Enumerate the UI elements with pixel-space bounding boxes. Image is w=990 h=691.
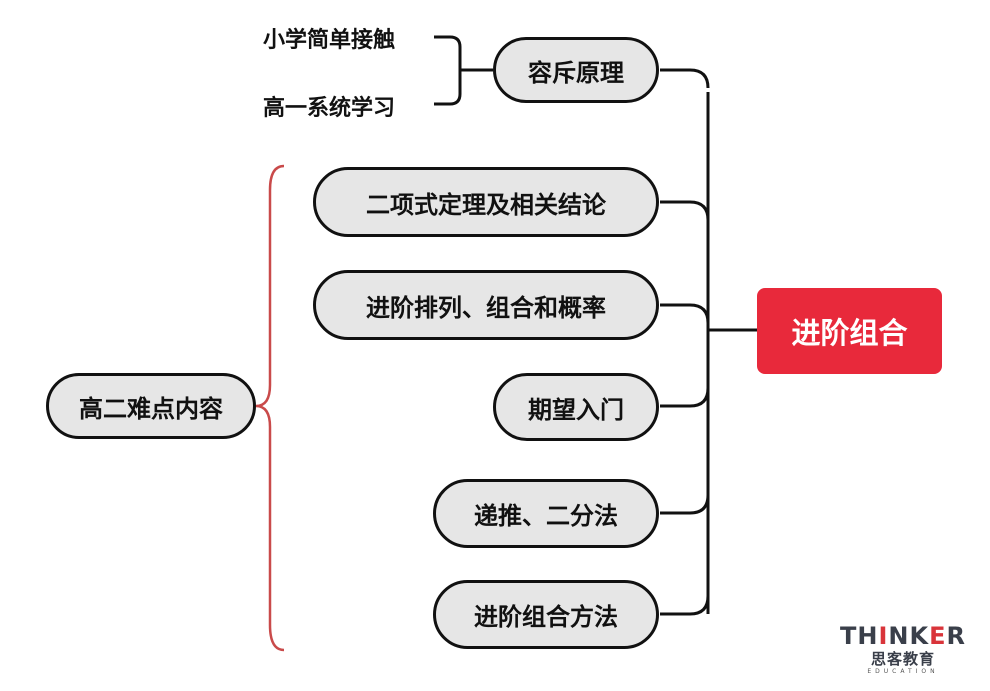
branch-node-6[interactable]: 进阶组合方法 <box>433 580 659 649</box>
thinker-logo: THINKER 思客教育 EDUCATION <box>836 622 970 682</box>
logo-subtitle: EDUCATION <box>867 668 939 675</box>
connector-branch-4 <box>660 387 710 408</box>
branch-label-2: 二项式定理及相关结论 <box>366 190 606 219</box>
logo-wordmark: THINKER <box>840 622 966 650</box>
connector-branch-6 <box>660 595 710 616</box>
note-bottom: 高一系统学习 <box>263 96 396 121</box>
logo-chinese-name: 思客教育 <box>870 650 935 668</box>
note-bracket <box>434 35 462 106</box>
branch-label-4: 期望入门 <box>528 395 624 424</box>
branch-node-3[interactable]: 进阶排列、组合和概率 <box>313 270 659 340</box>
branch-node-4[interactable]: 期望入门 <box>493 373 659 441</box>
branch-label-6: 进阶组合方法 <box>474 603 618 631</box>
branch-node-1[interactable]: 容斥原理 <box>493 37 659 103</box>
connector-branch-1 <box>660 68 710 89</box>
group-curly-brace <box>255 164 285 652</box>
note-top: 小学简单接触 <box>263 28 396 53</box>
branch-node-5[interactable]: 递推、二分法 <box>433 479 659 548</box>
root-label: 进阶组合 <box>791 316 908 350</box>
root-node[interactable]: 进阶组合 <box>757 288 942 374</box>
connector-branch-5 <box>660 494 710 515</box>
group-node[interactable]: 高二难点内容 <box>46 373 256 439</box>
branch-label-5: 递推、二分法 <box>474 502 618 530</box>
branch-node-2[interactable]: 二项式定理及相关结论 <box>313 167 659 237</box>
branch-label-1: 容斥原理 <box>528 58 624 87</box>
connector-branch-3 <box>660 303 710 324</box>
group-label: 高二难点内容 <box>79 394 223 423</box>
branch-label-3: 进阶排列、组合和概率 <box>366 293 606 322</box>
connector-branch-2 <box>660 200 710 221</box>
